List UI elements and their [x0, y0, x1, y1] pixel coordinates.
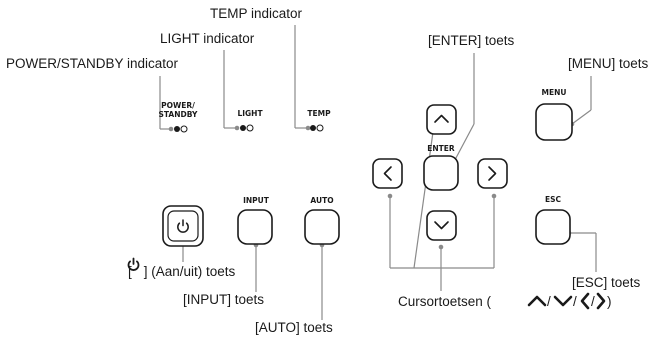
svg-text:/: / [591, 294, 595, 309]
esc-key[interactable] [535, 209, 571, 245]
callout-light-indicator: LIGHT indicator [160, 31, 255, 46]
power-key-bracket-open: [ [128, 264, 132, 279]
svg-text:[] (Aan/uit) toets: [ ] (Aan/uit) toets [128, 264, 236, 279]
input-key[interactable] [237, 209, 273, 245]
callout-esc-key: [ESC] toets [572, 275, 641, 290]
power-icon [127, 257, 140, 271]
cursor-right-key[interactable] [477, 158, 508, 189]
down-arrow-icon [434, 221, 449, 230]
left-arrow-icon [383, 166, 392, 181]
auto-key[interactable] [304, 209, 340, 245]
light-indicator: LIGHT [237, 109, 263, 132]
esc-key-label: ESC [545, 195, 562, 204]
svg-text:Cursortoetsen (: Cursortoetsen ( [398, 294, 492, 309]
menu-key-label: MENU [542, 88, 567, 97]
power-standby-indicator: POWER/ STANDBY [159, 101, 199, 133]
power-standby-label-line1: POWER/ [161, 101, 195, 110]
cursor-down-key[interactable] [426, 210, 457, 241]
right-arrow-icon [488, 166, 497, 181]
auto-key-label: AUTO [310, 196, 333, 205]
svg-text:/: / [547, 294, 551, 309]
cursor-left-key[interactable] [372, 158, 403, 189]
chevron-right-icon [596, 292, 606, 310]
callout-input-key: [INPUT] toets [183, 292, 264, 307]
svg-text:/: / [573, 294, 577, 309]
power-standby-label-line2: STANDBY [159, 110, 199, 119]
callout-temp-indicator: TEMP indicator [210, 6, 303, 21]
input-key-label: INPUT [243, 196, 270, 205]
callout-power-standby-indicator: POWER/STANDBY indicator [6, 56, 179, 71]
cursor-keys-label: Cursortoetsen ( [398, 294, 492, 309]
power-key[interactable] [162, 205, 204, 247]
cursor-keys-close: ) [607, 294, 612, 309]
chevron-down-icon [553, 295, 573, 307]
callout-auto-key: [AUTO] toets [255, 320, 333, 335]
chevron-up-icon [527, 295, 547, 307]
up-arrow-icon [434, 114, 449, 123]
callout-enter-key: [ENTER] toets [428, 33, 515, 48]
enter-key-label: ENTER [427, 144, 455, 153]
power-key-icon [177, 219, 189, 233]
temp-indicator: TEMP [307, 109, 331, 132]
callout-cursor-keys: Cursortoetsen ( / / / ) [398, 292, 612, 310]
menu-key[interactable] [535, 103, 573, 141]
cursor-up-key[interactable] [426, 104, 457, 135]
power-key-label: ] (Aan/uit) toets [144, 264, 236, 279]
light-label: LIGHT [237, 109, 263, 118]
callout-menu-key: [MENU] toets [568, 56, 649, 71]
chevron-left-icon [580, 292, 590, 310]
temp-label: TEMP [307, 109, 331, 118]
callout-power-key: [ ] (Aan/uit) toets [127, 257, 236, 279]
enter-key[interactable] [423, 155, 459, 191]
